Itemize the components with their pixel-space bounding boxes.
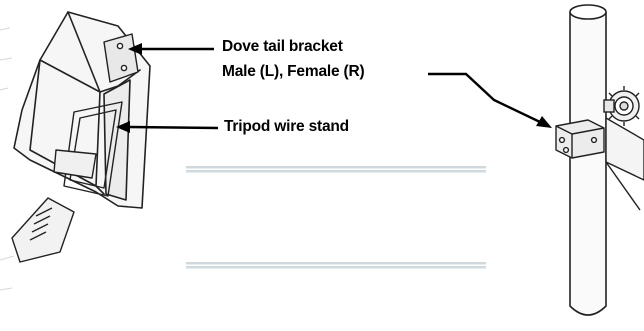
callout-tripod: Tripod wire stand	[224, 118, 349, 135]
mounting-pole	[569, 4, 607, 316]
tripod-wire-stand	[53, 101, 123, 197]
dovetail-bracket-female	[555, 119, 605, 159]
leader-dovetail	[128, 43, 214, 55]
leader-tripod	[116, 121, 219, 133]
callout-dovetail-line1: Dove tail bracket	[222, 38, 343, 55]
dovetail-bracket-male	[103, 33, 139, 83]
separator-top	[186, 166, 486, 173]
separator-bottom	[186, 262, 486, 269]
leader-female-bracket	[428, 72, 552, 128]
battery-cover	[11, 197, 75, 263]
background-shading	[0, 27, 15, 291]
clamp-backing-plate	[605, 117, 644, 211]
callout-dovetail-line2: Male (L), Female (R)	[222, 63, 365, 80]
clamp-knob	[603, 86, 640, 126]
